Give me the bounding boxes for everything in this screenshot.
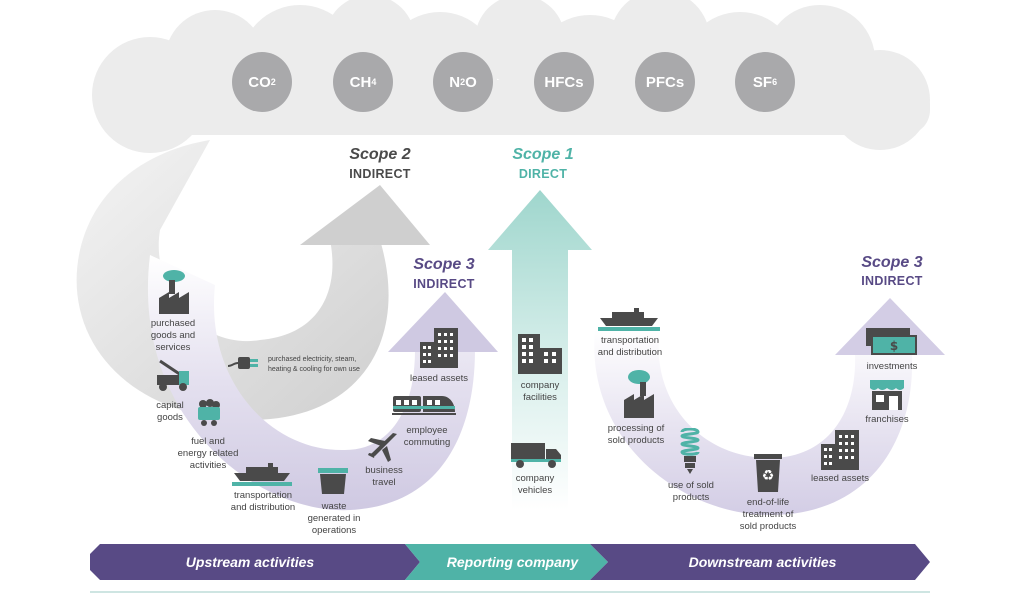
use-of-products-label: use of sold products	[668, 480, 714, 503]
mining-cart-icon	[198, 399, 220, 426]
scope1-subtitle: DIRECT	[518, 167, 568, 181]
airplane-icon	[368, 433, 397, 462]
gas-hfcs: HFCs	[534, 52, 594, 112]
downstream-leased-assets-label: leased assets	[810, 473, 870, 484]
band-upstream-shape	[90, 544, 420, 580]
company-building-icon	[518, 334, 562, 374]
band-reporting: Reporting company	[446, 554, 579, 570]
factory-icon	[159, 270, 189, 314]
company-facilities-label: company facilities	[520, 380, 560, 403]
band-upstream: Upstream activities	[185, 554, 315, 570]
cargo-ship-icon	[232, 463, 292, 486]
scope2-arrowhead	[300, 185, 430, 245]
purchased-electricity-label: purchased electricity, steam, heating & …	[268, 356, 360, 373]
scope3-up-title: Scope 3	[413, 256, 475, 273]
downstream-transportation-label: transportation and distribution	[597, 335, 663, 358]
end-of-life-label: end-of-life treatment of sold products	[739, 497, 797, 532]
recycle-bin-icon: ♻	[754, 454, 782, 492]
company-vehicles-label: company vehicles	[515, 473, 555, 496]
business-travel-label: business travel	[365, 465, 403, 488]
band-downstream: Downstream activities	[688, 554, 837, 570]
purchased-goods-label: purchased goods and services	[150, 318, 196, 353]
scope3-down-arrowhead	[835, 298, 945, 355]
scope2-arc	[76, 140, 389, 420]
band-reporting-shape	[405, 544, 608, 580]
upstream-leased-assets-label: leased assets	[409, 373, 469, 384]
delivery-truck-icon	[511, 443, 561, 468]
scope3-down-subtitle: INDIRECT	[861, 274, 923, 288]
money-stack-icon: $	[866, 328, 917, 355]
capital-goods-label: capital goods	[156, 400, 184, 423]
processing-factory-icon	[624, 370, 654, 418]
scope1-title: Scope 1	[512, 146, 574, 163]
band-downstream-shape	[590, 544, 930, 580]
light-bulb-icon	[680, 428, 700, 474]
downstream-building-icon	[821, 430, 859, 470]
scope3-up-arrowhead	[388, 292, 498, 352]
scope3-down-title: Scope 3	[861, 254, 923, 271]
svg-text:♻: ♻	[762, 468, 775, 484]
cloud-bank	[92, 0, 930, 153]
franchises-label: franchises	[865, 414, 909, 425]
crane-truck-icon	[157, 359, 189, 391]
investments-label: investments	[866, 361, 918, 372]
downstream-ship-icon	[598, 308, 660, 331]
svg-text:$: $	[890, 339, 898, 353]
scope2-title: Scope 2	[349, 146, 411, 163]
employee-commuting-label: employee commuting	[403, 425, 451, 448]
office-building-icon	[420, 328, 458, 368]
waste-label: waste generated in operations	[307, 501, 361, 536]
fuel-energy-label: fuel and energy related activities	[177, 436, 239, 471]
scope3-up-subtitle: INDIRECT	[413, 277, 475, 291]
processing-label: processing of sold products	[607, 423, 665, 446]
storefront-icon	[870, 380, 904, 410]
upstream-arc	[147, 255, 475, 511]
scope2-subtitle: INDIRECT	[349, 167, 411, 181]
upstream-transportation-label: transportation and distribution	[230, 490, 296, 513]
power-plug-icon	[227, 357, 258, 369]
dumpster-icon	[318, 468, 348, 494]
gas-pfcs: PFCs	[635, 52, 695, 112]
train-icon	[392, 396, 456, 415]
